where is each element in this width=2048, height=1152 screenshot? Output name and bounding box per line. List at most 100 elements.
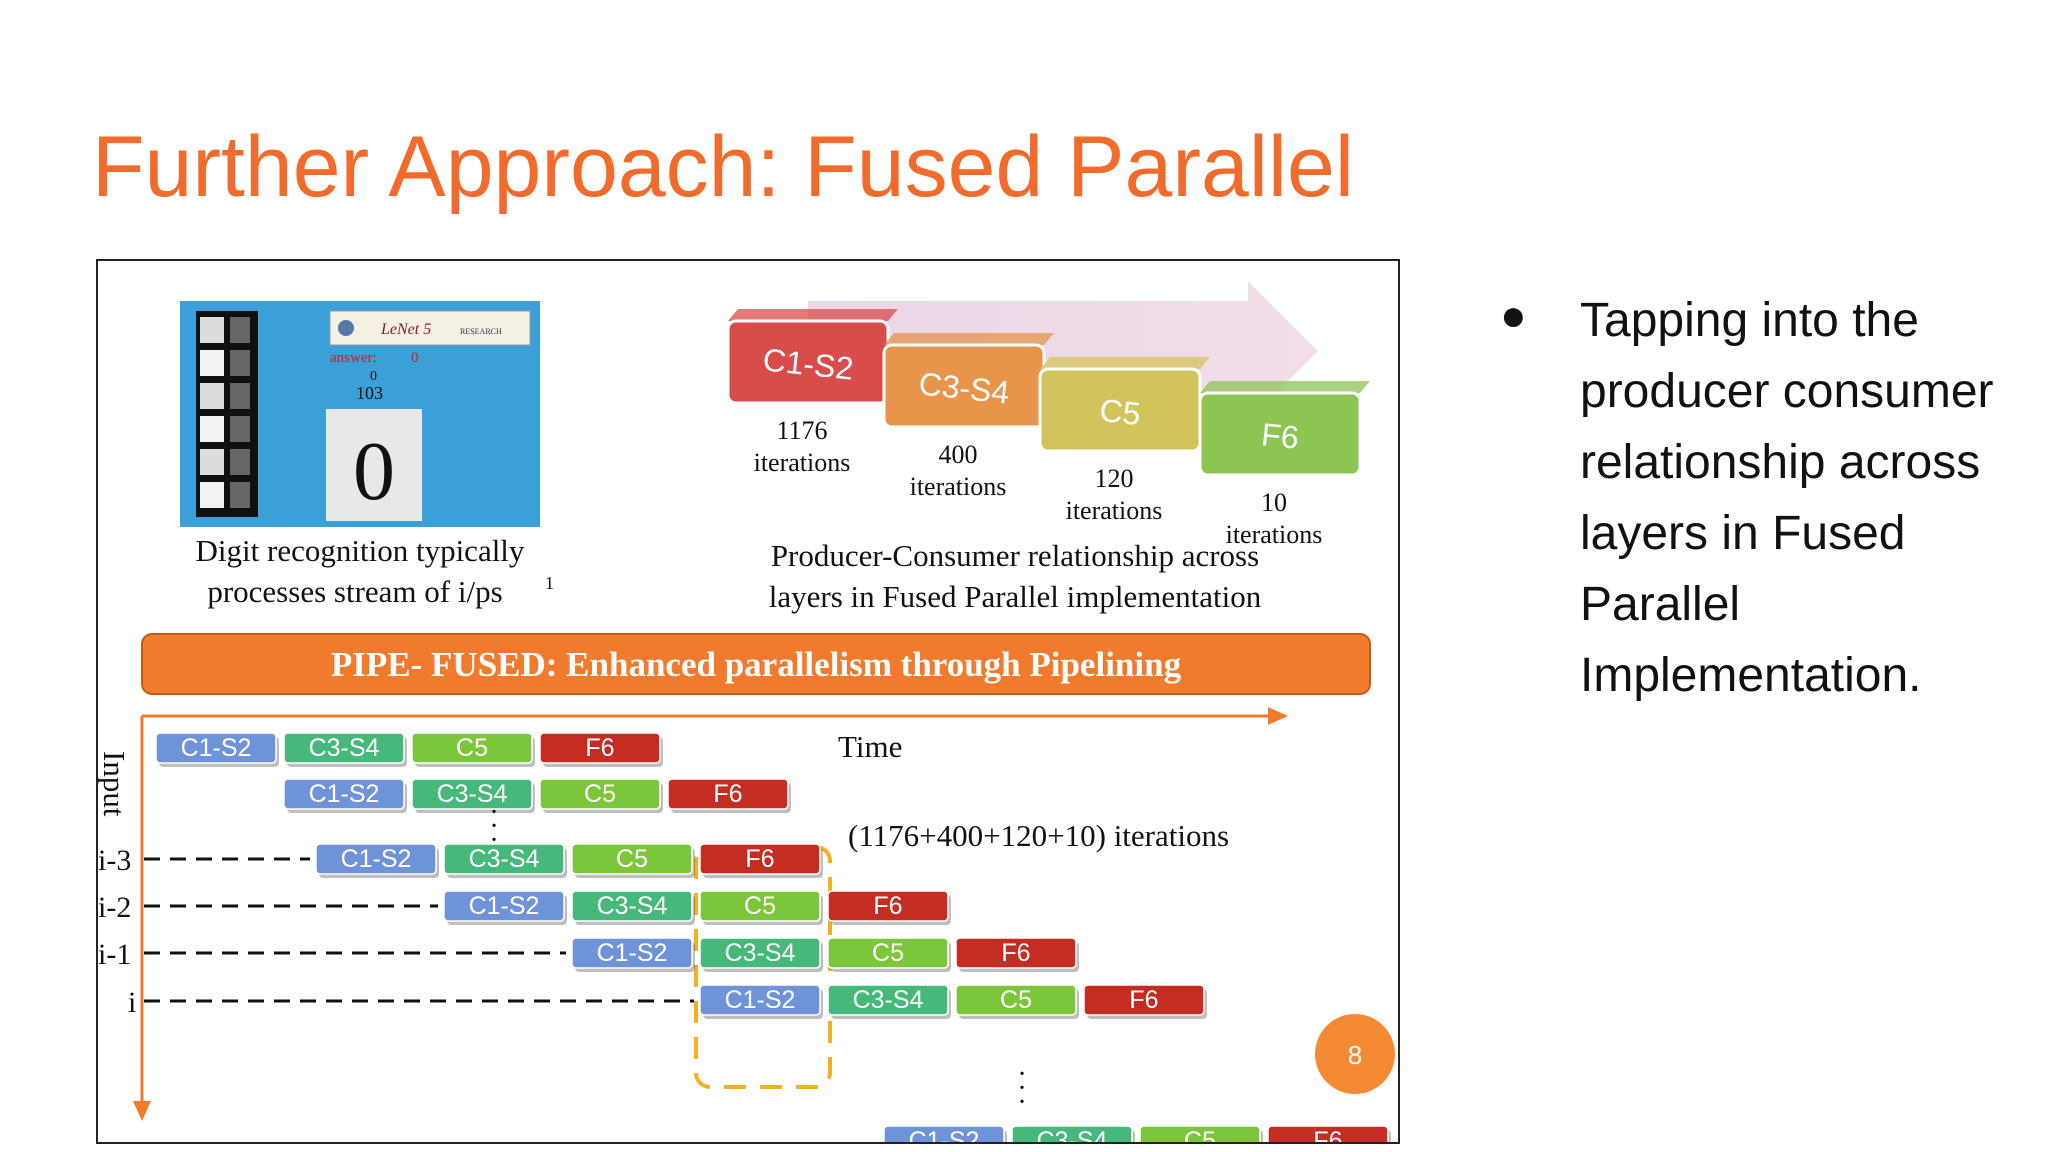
pipeline-block-c3: C3-S4: [571, 890, 695, 925]
row-label-i-2: i-2: [98, 891, 131, 924]
digit-thumbnail-noise: [230, 416, 250, 442]
pipeline-block-c3: C3-S4: [283, 732, 407, 767]
left-caption-line-1: Digit recognition typically: [196, 533, 525, 568]
block-label: C1-S2: [309, 780, 380, 808]
block-label: C3-S4: [1037, 1127, 1108, 1144]
block-label: C5: [616, 845, 648, 873]
pipeline-block-c3: C3-S4: [827, 984, 951, 1019]
pipeline-block-f6: F6: [955, 937, 1079, 972]
iterations-formula: (1176+400+120+10) iterations: [848, 818, 1229, 853]
row-ellipsis-lower-2: ·: [1017, 1073, 1026, 1104]
time-label: Time: [838, 729, 902, 764]
pipeline-block-f6: F6: [539, 732, 663, 767]
block-label: C3-S4: [725, 939, 796, 967]
block-label: C5: [1000, 986, 1032, 1014]
pipeline-block-c5: C5: [1139, 1125, 1263, 1144]
block-label: F6: [873, 892, 902, 920]
stage-box: [1198, 391, 1362, 477]
stage-box-top: [884, 333, 1054, 345]
pipeline-block-c3: C3-S4: [411, 778, 535, 813]
block-body: [539, 778, 661, 810]
block-label: C1-S2: [597, 939, 668, 967]
globe-icon: [338, 320, 354, 336]
pipeline-block-c1: C1-S2: [443, 890, 567, 925]
pipeline-block-c5: C5: [411, 732, 535, 767]
block-body: [1011, 1125, 1133, 1142]
block-body: [1139, 1125, 1261, 1142]
stage-iterations-label: iterations: [1066, 496, 1163, 525]
pipeline-block-c3: C3-S4: [699, 937, 823, 972]
stage-iterations-count: 10: [1261, 488, 1287, 517]
block-body: [827, 937, 949, 969]
pipeline-block-f6: F6: [667, 778, 791, 813]
counter-top: 0: [370, 369, 377, 384]
row-ellipsis-upper-3: ·: [489, 825, 498, 856]
stage-iterations-label: iterations: [754, 448, 851, 477]
stage-box-top: [728, 309, 898, 321]
row-ellipsis-lower-3: ·: [1017, 1087, 1026, 1118]
right-caption-line-2: layers in Fused Parallel implementation: [769, 579, 1262, 614]
digit-thumbnail: [200, 482, 224, 508]
digit-thumbnail: [200, 350, 224, 376]
pipeline-block-c1: C1-S2: [283, 778, 407, 813]
page-number-badge: [1315, 1014, 1395, 1094]
bullet-marker: ●: [1500, 291, 1527, 340]
counter-value: 103: [356, 383, 383, 403]
pipeline-block-c3: C3-S4: [1011, 1125, 1135, 1144]
block-body: [1267, 1125, 1389, 1142]
block-label: C3-S4: [309, 734, 380, 762]
stage-box-top: [1040, 357, 1210, 369]
input-label: Input: [98, 751, 132, 817]
pipe-fused-banner: [141, 633, 1371, 695]
block-body: [411, 732, 533, 764]
block-label: F6: [1129, 986, 1158, 1014]
block-label: C5: [1184, 1127, 1216, 1144]
stage-iterations-label: iterations: [910, 472, 1007, 501]
digit-thumbnail-noise: [230, 482, 250, 508]
block-label: C5: [872, 939, 904, 967]
time-axis-arrowhead: [1268, 707, 1288, 725]
block-label: F6: [1313, 1127, 1342, 1144]
row-label-i-1: i-1: [98, 938, 131, 971]
block-label: C5: [456, 734, 488, 762]
lenet-header-bar: [329, 310, 531, 346]
input-axis-arrowhead: [133, 1101, 151, 1121]
block-label: F6: [585, 734, 614, 762]
pipeline-block-c1: C1-S2: [155, 732, 279, 767]
pipeline-block-c5: C5: [699, 890, 823, 925]
pipeline-block-f6: F6: [827, 890, 951, 925]
pipeline-block-f6: F6: [1267, 1125, 1391, 1144]
stage-iterations-label: iterations: [1226, 520, 1323, 549]
pipe-fused-banner-text: PIPE- FUSED: Enhanced parallelism throug…: [331, 645, 1182, 684]
stage-iterations-count: 1176: [776, 416, 827, 445]
block-label: C1-S2: [469, 892, 540, 920]
pipeline-diagram-svg: LeNet 5 RESEARCH answer: 0 0 103 0 Digit…: [98, 281, 1395, 1144]
pipeline-block-c3: C3-S4: [443, 843, 567, 878]
block-body: [155, 732, 277, 764]
bullet-item-1: Tapping into the producer consumer relat…: [1580, 294, 1994, 702]
block-body: [955, 937, 1077, 969]
stage-label: F6: [1260, 416, 1301, 456]
block-body: [283, 732, 405, 764]
lenet-demo-widget: LeNet 5 RESEARCH answer: 0 0 103 0: [180, 301, 540, 527]
row-ellipsis-upper-1: ·: [489, 797, 498, 828]
block-body: [827, 984, 949, 1016]
block-label: C1-S2: [909, 1127, 980, 1144]
block-body: [699, 937, 821, 969]
left-caption-line-2: processes stream of i/ps: [207, 574, 502, 609]
block-label: C5: [744, 892, 776, 920]
row-label-i: i: [128, 986, 136, 1019]
digit-thumbnail: [200, 416, 224, 442]
row-ellipsis-lower-1: ·: [1017, 1059, 1026, 1090]
stage-iterations-count: 400: [939, 440, 978, 469]
pipeline-block-c1: C1-S2: [883, 1125, 1007, 1144]
digit-thumbnail-noise: [230, 317, 250, 343]
pipeline-block-c1: C1-S2: [315, 843, 439, 878]
block-label: C3-S4: [853, 986, 924, 1014]
digit-thumbnail-noise: [230, 449, 250, 475]
block-label: F6: [713, 780, 742, 808]
pipeline-figure: LeNet 5 RESEARCH answer: 0 0 103 0 Digit…: [96, 259, 1400, 1144]
right-caption-line-1: Producer-Consumer relationship across: [771, 538, 1259, 573]
